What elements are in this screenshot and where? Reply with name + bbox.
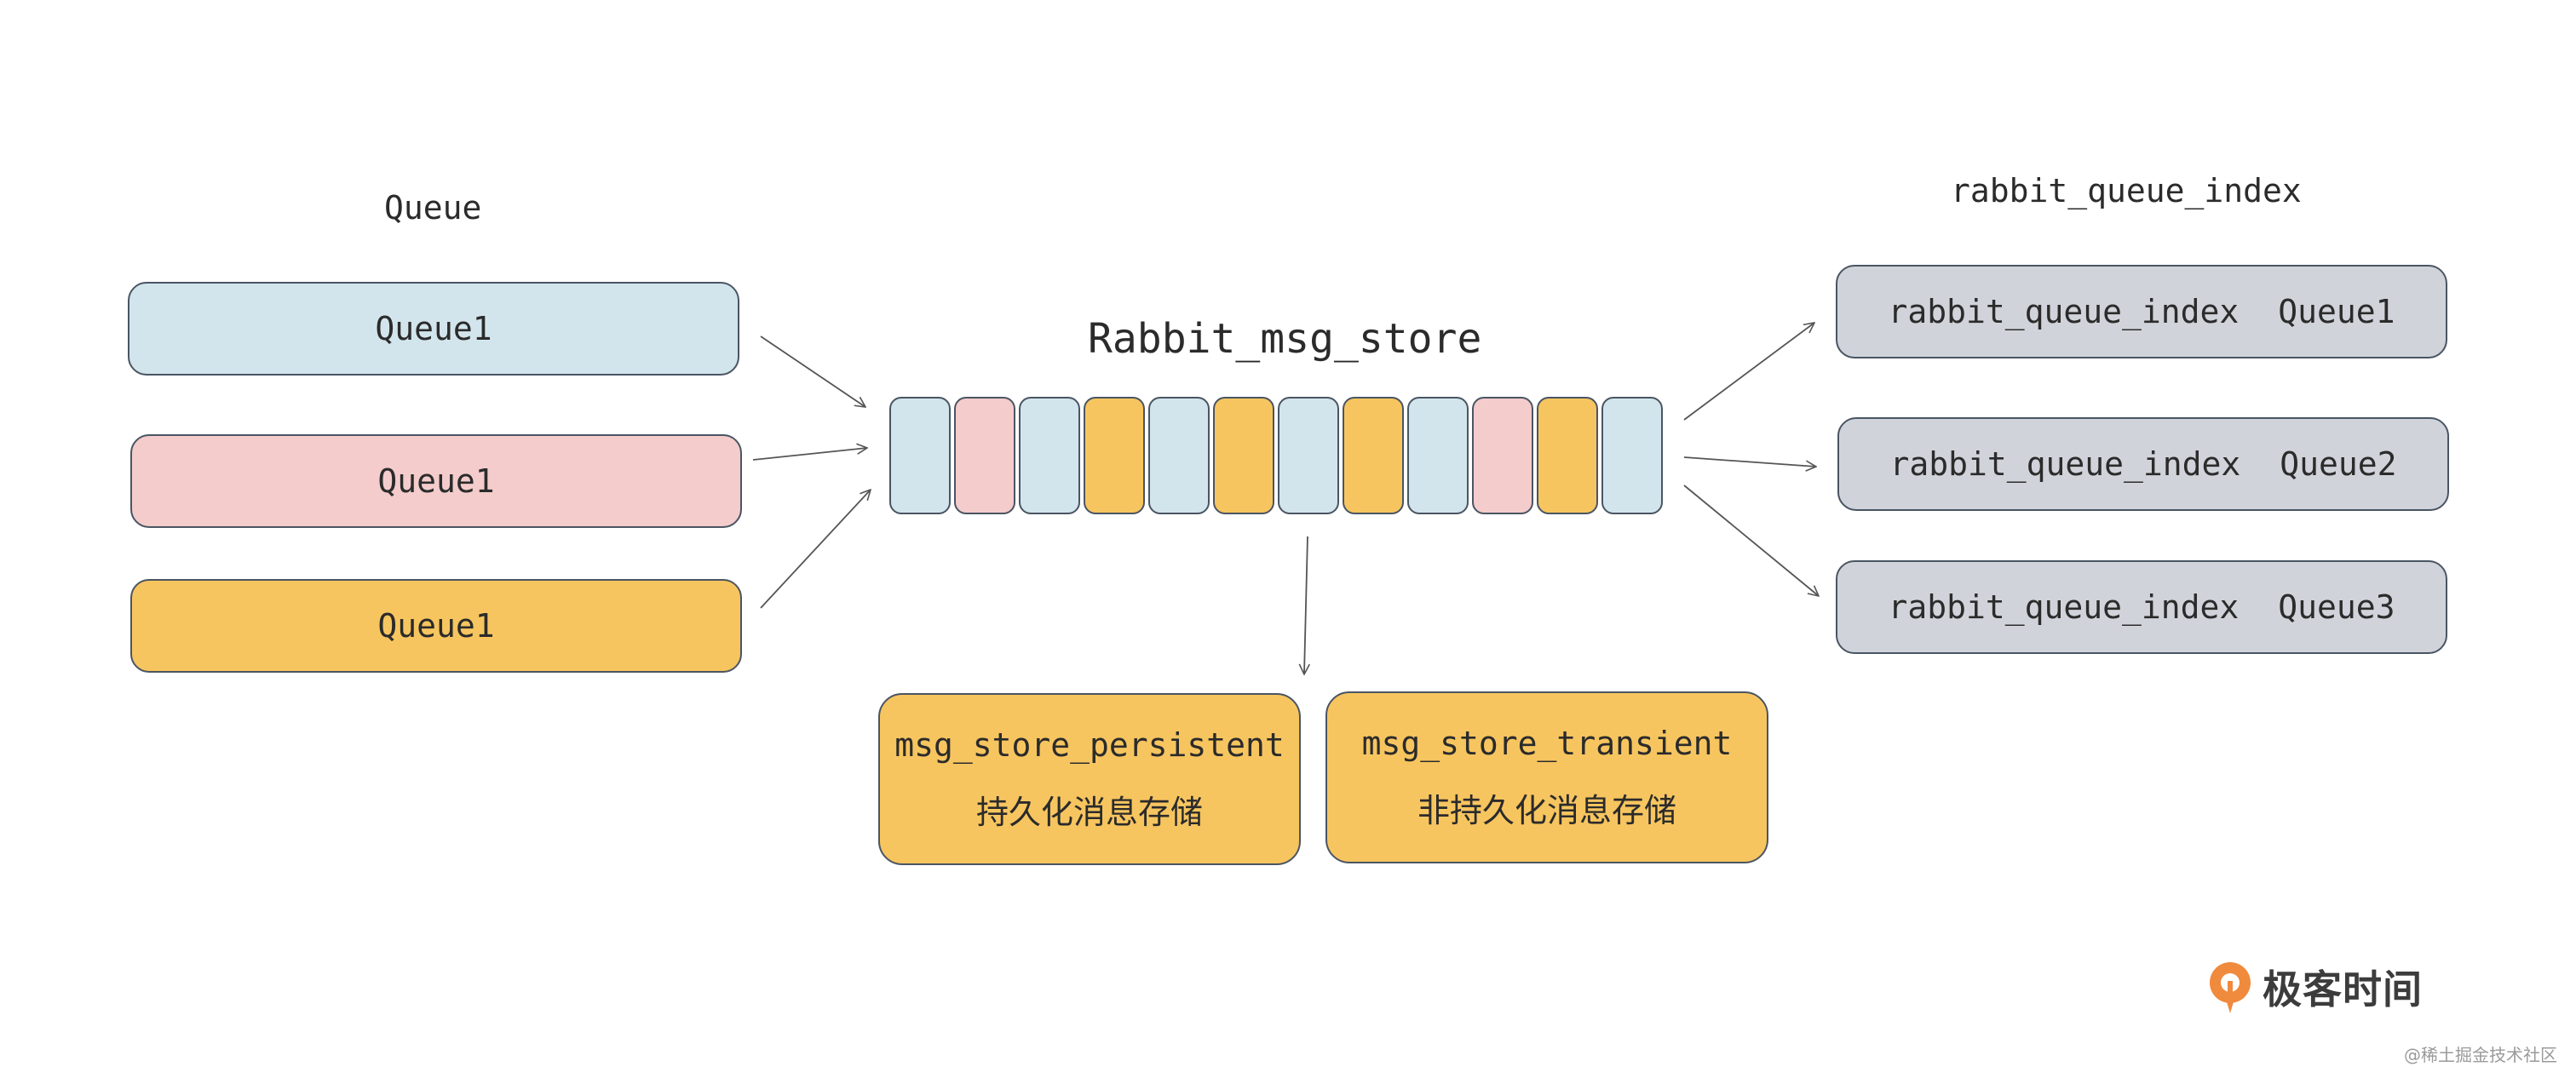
store-cell	[889, 397, 951, 514]
geektime-logo-icon	[2210, 962, 2251, 1013]
queue-box-pink: Queue1	[130, 434, 742, 528]
index-box-prefix: rabbit_queue_index	[1888, 588, 2240, 626]
index-box-prefix: rabbit_queue_index	[1889, 445, 2241, 483]
arrow-queue1-to-store	[760, 335, 865, 407]
index-box-queue: Queue1	[2278, 293, 2395, 330]
queue-heading: Queue	[384, 189, 482, 226]
store-cell	[954, 397, 1015, 514]
transient-store-subtitle: 非持久化消息存储	[1417, 791, 1676, 829]
queue-box-label: Queue1	[375, 310, 492, 347]
queue-box-label: Queue1	[377, 607, 495, 645]
index-box-queue: Queue3	[2278, 588, 2395, 626]
store-heading: Rabbit_msg_store	[1088, 315, 1482, 363]
store-cell	[1601, 397, 1663, 514]
index-box-prefix: rabbit_queue_index	[1888, 293, 2240, 330]
transient-store-title: msg_store_transient	[1361, 724, 1733, 762]
queue-box-yellow: Queue1	[130, 579, 742, 673]
index-box-1: rabbit_queue_index Queue1	[1836, 265, 2447, 358]
arrow-queue3-to-store	[760, 490, 871, 609]
store-cell	[1537, 397, 1598, 514]
store-cell	[1148, 397, 1210, 514]
persistent-store-title: msg_store_persistent	[894, 725, 1285, 764]
arrow-store-to-index3	[1683, 485, 1819, 596]
transient-store-box: msg_store_transient 非持久化消息存储	[1325, 691, 1768, 863]
index-box-2: rabbit_queue_index Queue2	[1837, 417, 2449, 511]
store-cell	[1472, 397, 1533, 514]
index-box-3: rabbit_queue_index Queue3	[1836, 560, 2447, 654]
arrow-store-to-storage	[1304, 536, 1308, 674]
arrow-queue2-to-store	[752, 448, 867, 461]
store-cell	[1343, 397, 1404, 514]
store-cell	[1084, 397, 1145, 514]
index-heading: rabbit_queue_index	[1951, 172, 2302, 209]
arrow-store-to-index1	[1683, 323, 1814, 421]
queue-box-label: Queue1	[377, 462, 495, 500]
arrow-store-to-index2	[1683, 456, 1816, 467]
brand-logo: 极客时间	[2206, 959, 2423, 1015]
store-cell	[1213, 397, 1274, 514]
persistent-store-subtitle: 持久化消息存储	[975, 793, 1203, 831]
brand-logo-text: 极客时间	[2263, 966, 2423, 1012]
persistent-store-box: msg_store_persistent 持久化消息存储	[878, 693, 1301, 865]
watermark: @稀土掘金技术社区	[2404, 1045, 2557, 1065]
store-cell	[1407, 397, 1469, 514]
store-cell	[1019, 397, 1080, 514]
store-cell	[1278, 397, 1339, 514]
queue-box-blue: Queue1	[128, 282, 739, 376]
index-box-queue: Queue2	[2280, 445, 2397, 483]
